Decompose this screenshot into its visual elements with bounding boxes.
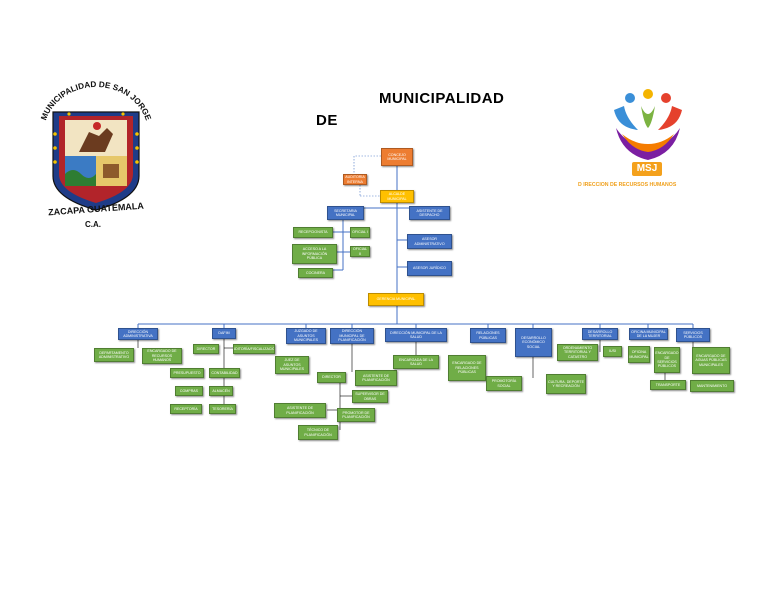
node-asistente-despacho: ASISTENTE DE DESPACHO	[409, 206, 450, 220]
seal-ca-text: C.A.	[85, 220, 101, 229]
node-oficial-2: OFICIAL II	[350, 246, 370, 257]
node-presupuesto: PRESUPUESTO	[170, 368, 204, 378]
node-direccion-salud: DIRECCIÓN MUNICIPAL DE LA SALUD	[385, 328, 447, 342]
node-asistente-planificacion-1: ASISTENTE DE PLANIFICACIÓN	[355, 370, 397, 386]
node-secretaria-municipal: SECRETARIA MUNICIPAL	[327, 206, 364, 220]
seal-icon: MUNICIPALIDAD DE SAN JORGE	[39, 80, 153, 211]
node-tesoreria: TESORERÍA	[209, 404, 236, 414]
node-asesor-administrativo: ASESOR ADMINISTRATIVO	[407, 234, 452, 249]
node-oficina-municipal: OFICINA MUNICIPAL	[628, 346, 650, 363]
node-supervisor-obras: SUPERVISOR DE OBRAS	[352, 390, 388, 403]
node-mantenimiento: MANTENIMIENTO	[690, 380, 734, 392]
node-servicios-publicos: SERVICIOS PÚBLICOS	[676, 328, 710, 342]
node-contabilidad: CONTABILIDAD	[209, 368, 240, 378]
node-tecnico-planificacion: TÉCNICO DE PLANIFICACIÓN	[298, 425, 338, 440]
node-dafim: DAFIM	[212, 328, 236, 339]
node-cultura-deporte: CULTURA, DEPORTE Y RECREACIÓN	[546, 374, 586, 394]
hr-caption: D IRECCION DE RECURSOS HUMANOS	[578, 182, 677, 188]
node-promotoria-social: PROMOTORÍA SOCIAL	[486, 376, 522, 391]
node-direccion-planificacion: DIRECCIÓN MUNICIPAL DE PLANIFICACIÓN	[330, 328, 374, 344]
municipal-seal-logo: MUNICIPALIDAD DE SAN JORGE ZACAPA GUATEM…	[35, 74, 157, 234]
node-director-dafim: DIRECTOR	[193, 344, 219, 354]
page-title-line1: MUNICIPALIDAD	[379, 90, 505, 107]
node-juzgado-asuntos: JUZGADO DE ASUNTOS MUNICIPALES	[286, 328, 326, 344]
node-director-dmp: DIRECTOR	[317, 372, 346, 383]
node-encargada-salud: ENCARGADA DE LA SALUD	[393, 355, 439, 369]
node-ordenamiento-territorial: ORDENAMIENTO TERRITORIAL Y CATASTRO	[557, 344, 598, 361]
node-cocinera: COCINERA	[298, 268, 333, 278]
node-asistente-planificacion-2: ASISTENTE DE PLANIFICACIÓN	[274, 403, 326, 418]
node-relaciones-publicas: RELACIONES PÚBLICAS	[470, 328, 506, 343]
node-recepcionista: RECEPCIONISTA	[293, 227, 333, 238]
node-desarrollo-economico: DESARROLLO ECONÓMICO SOCIAL	[515, 328, 552, 357]
node-gerencia-municipal: GERENCIA MUNICIPAL	[368, 293, 424, 306]
node-direccion-administrativa: DIRECCIÓN ADMINISTRATIVA	[118, 328, 158, 340]
node-oficial-1: OFICIAL I	[350, 227, 370, 238]
node-iusi: IUSI	[603, 346, 622, 357]
node-concejo-municipal: CONCEJO MUNICIPAL	[381, 148, 413, 166]
hr-logo: MSJ D IRECCION DE RECURSOS HUMANOS	[578, 88, 714, 198]
node-transporte: TRANSPORTE	[650, 380, 686, 390]
node-encargado-aguas: ENCARGADO DE AGUAS PÚBLICAS MUNICIPALES	[692, 347, 730, 374]
node-desarrollo-territorial: DESARROLLO TERRITORIAL	[582, 328, 618, 340]
node-almacen: ALMACÉN	[209, 386, 233, 396]
node-encargado-rrhh: ENCARGADO DE RECURSOS HUMANOS	[142, 348, 182, 364]
node-encargado-relaciones: ENCARGADO DE RELACIONES PÚBLICAS	[448, 355, 486, 381]
node-departamento-administrativo: DEPARTAMENTO ADMINISTRATIVO	[94, 348, 134, 362]
node-alcalde-municipal: ALCALDE MUNICIPAL	[380, 190, 414, 203]
node-compras: COMPRAS	[175, 386, 203, 396]
node-auditoria-interna: AUDITORÍA INTERNA	[343, 174, 367, 185]
node-asesor-juridico: ASESOR JURÍDICO	[407, 261, 452, 276]
page-title-line2: DE	[316, 112, 338, 129]
node-oficina-municipal-mujer: OFICINA MUNICIPAL DE LA MUJER	[629, 328, 668, 340]
node-receptoria: RECEPTORÍA	[170, 404, 202, 414]
node-acceso-informacion: ACCESO A LA INFORMACIÓN PÚBLICA	[292, 244, 337, 264]
node-auditoria-fiscalizacion: AUDITORÍA/FISCALIZACIÓN	[233, 344, 275, 354]
node-promotor-planificacion: PROMOTOR DE PLANIFICACIÓN	[337, 408, 375, 422]
people-hands-icon	[614, 89, 682, 160]
hr-badge: MSJ	[632, 162, 662, 176]
node-encargado-servicios: ENCARGADO DE SERVICIOS PÚBLICOS	[654, 347, 680, 373]
node-juez-asuntos: JUEZ DE ASUNTOS MUNICIPALES	[275, 356, 309, 374]
